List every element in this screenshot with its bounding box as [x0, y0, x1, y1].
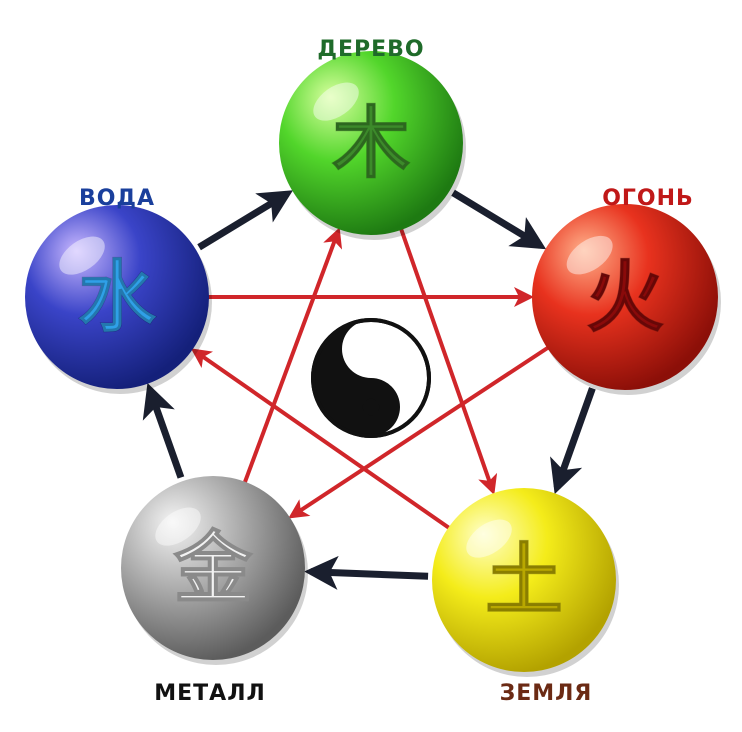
yin-yang-symbol	[311, 318, 431, 438]
wood-sphere	[279, 51, 463, 235]
earth-character: 土	[485, 536, 563, 626]
generating-cycle-arrows	[142, 189, 596, 590]
control-arrow-earth-to-water	[190, 348, 475, 547]
generate-arrow-wood-to-fire	[451, 189, 547, 250]
generate-arrow-fire-to-earth	[550, 387, 596, 495]
element-metal: 金	[121, 476, 308, 665]
water-character: 水	[78, 253, 157, 343]
element-earth: 土	[432, 488, 619, 677]
fire-character: 火	[586, 253, 664, 343]
generate-arrow-water-to-wood	[197, 190, 294, 251]
wood-character: 木	[332, 99, 410, 189]
fire-label: ОГОНЬ	[602, 186, 694, 211]
wood-label: ДЕРЕВО	[317, 37, 424, 62]
controlling-cycle-arrows	[179, 200, 574, 547]
generate-arrow-earth-to-metal	[304, 555, 429, 590]
fire-sphere	[532, 204, 718, 390]
water-sphere	[25, 205, 209, 389]
element-spheres: 木火土 金 水	[25, 51, 721, 677]
metal-sphere	[121, 476, 305, 660]
element-wood: 木	[279, 51, 466, 240]
control-arrow-wood-to-earth	[389, 200, 498, 496]
generate-arrow-metal-to-water	[142, 382, 185, 479]
metal-label: МЕТАЛЛ	[154, 681, 266, 706]
control-arrow-metal-to-wood	[232, 227, 343, 511]
metal-character: 金	[173, 524, 253, 614]
control-arrow-fire-to-metal	[288, 329, 574, 519]
earth-label: ЗЕМЛЯ	[500, 681, 593, 706]
element-labels: ДЕРЕВО ОГОНЬ ЗЕМЛЯ МЕТАЛЛ ВОДА	[79, 37, 694, 706]
yang-dot	[362, 340, 380, 358]
water-label: ВОДА	[79, 186, 155, 211]
element-fire: 火	[532, 204, 721, 395]
yin-dot	[362, 398, 380, 416]
element-water: 水	[25, 205, 212, 394]
earth-sphere	[432, 488, 616, 672]
